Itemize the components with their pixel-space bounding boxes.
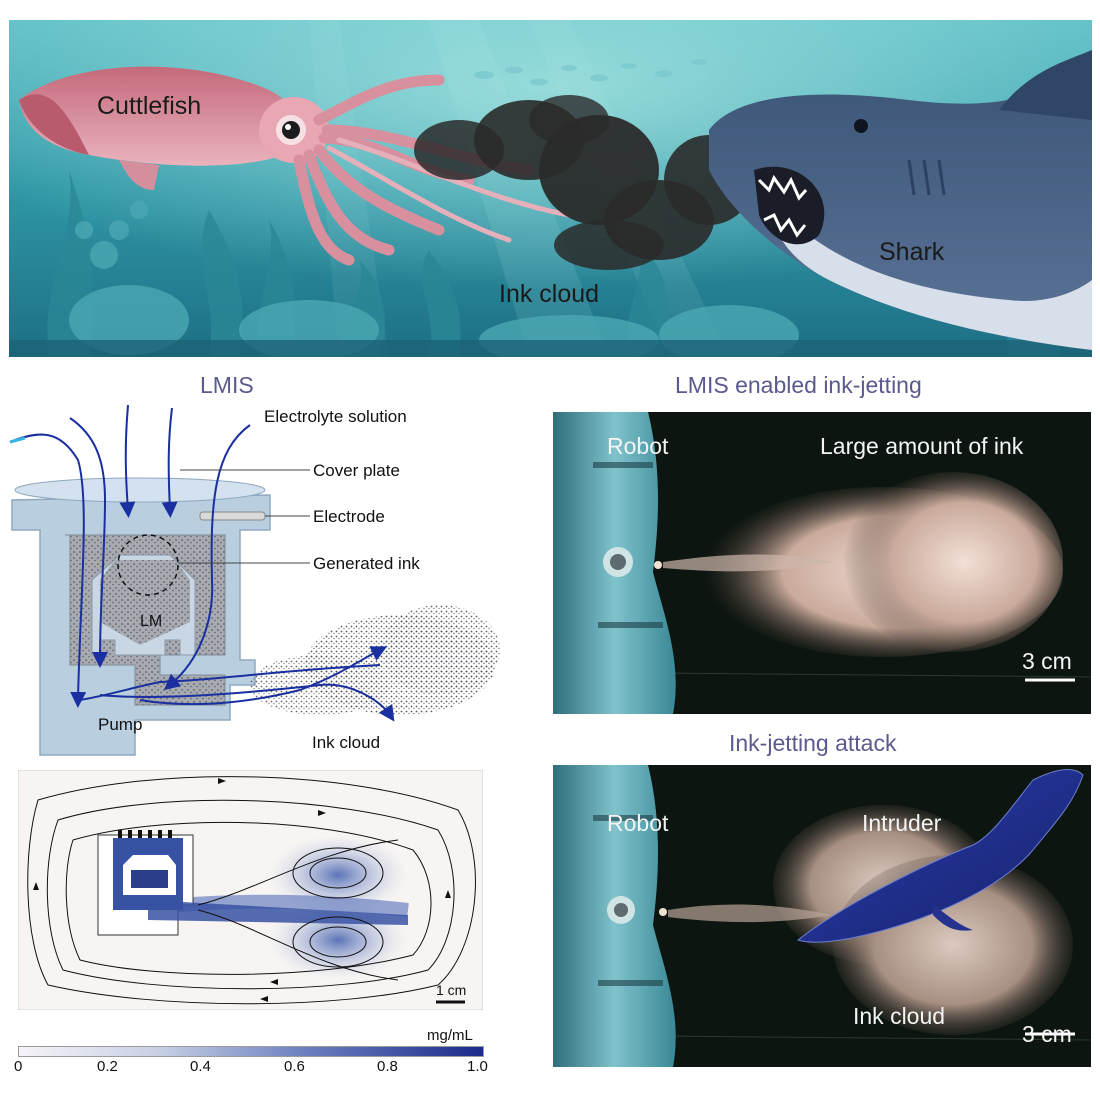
photo-ink-jetting-graphic xyxy=(553,412,1091,714)
pump-label: Pump xyxy=(98,715,142,734)
electrode-label: Electrode xyxy=(313,507,385,526)
photo1-scale-label: 3 cm xyxy=(1022,648,1072,674)
ocean-scene-graphic: Cuttlefish Ink cloud Shark xyxy=(9,20,1092,357)
ocean-illustration: Cuttlefish Ink cloud Shark xyxy=(9,20,1092,357)
colorbar-tick-1: 0.2 xyxy=(97,1058,118,1075)
photo1-ink-label: Large amount of ink xyxy=(820,433,1024,459)
colorbar-tick-3: 0.6 xyxy=(284,1058,305,1075)
photo1-title: LMIS enabled ink-jetting xyxy=(675,372,922,398)
electrolyte-label: Electrolyte solution xyxy=(264,407,407,426)
photo2-intruder-label: Intruder xyxy=(862,810,942,836)
cover-plate-label: Cover plate xyxy=(313,461,400,480)
colorbar-unit: mg/mL xyxy=(427,1027,473,1044)
lm-label: LM xyxy=(140,613,162,630)
generated-ink-label: Generated ink xyxy=(313,554,420,573)
streamline-simulation: 1 cm xyxy=(18,770,483,1010)
lmis-title: LMIS xyxy=(200,372,254,398)
colorbar-tick-2: 0.4 xyxy=(190,1058,211,1075)
photo2-title: Ink-jetting attack xyxy=(729,730,897,756)
shark-label: Shark xyxy=(879,238,945,266)
cuttlefish-figure xyxy=(19,66,572,266)
colorbar-tick-5: 1.0 xyxy=(467,1058,488,1075)
shark-figure xyxy=(709,50,1092,350)
photo2-ink-cloud-label: Ink cloud xyxy=(853,1003,946,1029)
photo1-robot-label: Robot xyxy=(607,433,669,459)
photo2-robot-label: Robot xyxy=(607,810,669,836)
colorbar-tick-0: 0 xyxy=(14,1058,23,1075)
colorbar xyxy=(18,1046,484,1057)
photo-ink-attack xyxy=(553,765,1091,1067)
cuttlefish-label: Cuttlefish xyxy=(97,92,201,120)
lmis-schematic: Electrolyte solution Cover plate Electro… xyxy=(9,404,500,756)
photo2-scale-label: 3 cm xyxy=(1022,1021,1072,1047)
photo-ink-attack-graphic xyxy=(553,765,1091,1067)
photo-ink-jetting xyxy=(553,412,1091,714)
colorbar-tick-4: 0.8 xyxy=(377,1058,398,1075)
sim-scale-label: 1 cm xyxy=(436,982,466,998)
ink-cloud-scene-label: Ink cloud xyxy=(499,280,599,308)
ink-cloud-schematic-label: Ink cloud xyxy=(312,733,380,752)
